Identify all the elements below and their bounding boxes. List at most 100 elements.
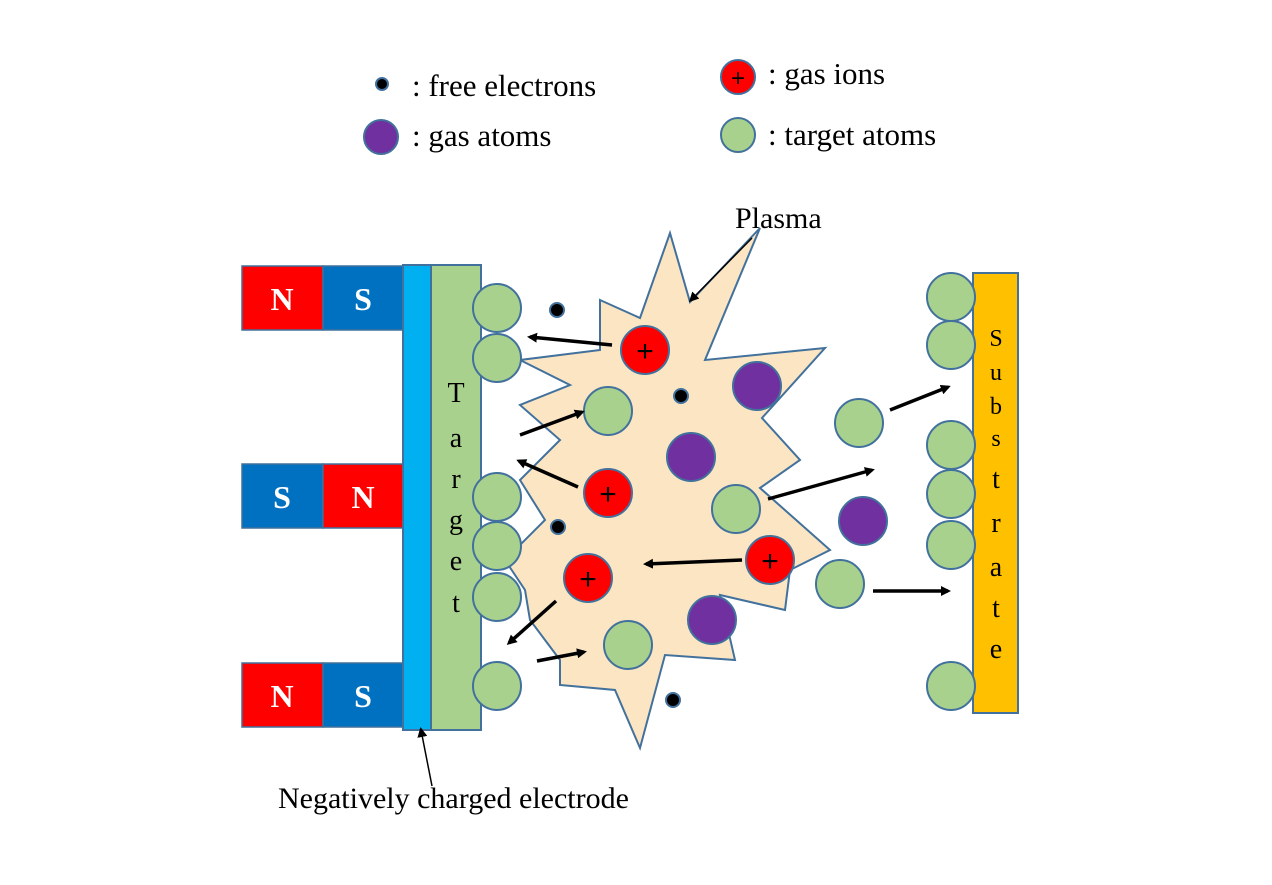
target-atom — [815, 559, 865, 609]
substrate-letter: e — [990, 634, 1002, 665]
target-atom — [926, 420, 976, 470]
magnet-pole-north — [241, 662, 324, 728]
target-label: T a r g e t — [447, 378, 464, 619]
svg-text:+: + — [579, 563, 597, 596]
magnet-pole-south — [322, 662, 404, 728]
target-atom-symbol — [720, 117, 756, 153]
gas-ion: + — [745, 535, 795, 585]
substrate-plate — [972, 272, 1019, 714]
svg-text:+: + — [636, 335, 654, 368]
substrate-letter: u — [990, 360, 1002, 386]
target-letter: a — [450, 423, 463, 454]
substrate-letter: r — [991, 508, 1001, 539]
free-electron — [673, 388, 689, 404]
substrate-letter: a — [990, 552, 1003, 583]
gas-ion: + — [583, 468, 633, 518]
free-electrons — [549, 302, 689, 708]
substrate-letter: t — [992, 593, 1000, 624]
arrow — [506, 599, 558, 645]
magnet-row-2: S N — [241, 463, 404, 529]
legend-target-atom: : target atoms — [720, 117, 936, 153]
arrow — [516, 459, 579, 489]
gas-atom — [732, 361, 782, 411]
target-letter: e — [450, 546, 462, 577]
legend: : free electrons + : gas ions : gas atom… — [363, 56, 936, 155]
gas-ion-symbol — [720, 59, 756, 95]
gas-atom — [666, 432, 716, 482]
target-atom — [472, 333, 522, 383]
magnet-2-right-label: N — [351, 479, 374, 515]
gas-ion-symbol-plus: + — [731, 65, 745, 92]
gas-ion: + — [563, 553, 613, 603]
gas-ions: + + + + — [563, 325, 795, 603]
arrow — [527, 332, 613, 347]
gas-atoms — [666, 361, 888, 645]
magnet-pole-south — [322, 265, 404, 331]
legend-free-electron: : free electrons — [375, 68, 596, 103]
substrate-label: S u b s t r a t e — [989, 326, 1002, 665]
legend-free-electrons-label: : free electrons — [412, 68, 596, 103]
free-electron-symbol — [375, 77, 389, 91]
legend-target-atoms-label: : target atoms — [768, 117, 936, 152]
target-letter: r — [451, 464, 461, 495]
target-atom — [472, 283, 522, 333]
arrow — [643, 558, 743, 569]
free-electron — [665, 692, 681, 708]
target-atom — [926, 320, 976, 370]
target-atom — [711, 484, 761, 534]
target-atom — [603, 620, 653, 670]
target-atoms — [472, 272, 976, 711]
target-letter: g — [449, 505, 463, 536]
legend-gas-ions-label: : gas ions — [768, 56, 885, 91]
svg-text:+: + — [599, 478, 617, 511]
plasma-pointer-line — [688, 237, 753, 303]
target-atom — [834, 398, 884, 448]
arrow — [519, 409, 585, 437]
plasma-cloud — [503, 227, 832, 752]
substrate-letter: s — [991, 426, 1000, 452]
legend-gas-ion: + : gas ions — [720, 56, 885, 95]
gas-atom — [687, 595, 737, 645]
negative-electrode — [402, 264, 432, 731]
magnet-3-right-label: S — [354, 678, 372, 714]
target-atom — [926, 661, 976, 711]
magnet-1-left-label: N — [270, 281, 293, 317]
electrode-pointer-line — [417, 727, 433, 787]
gas-atom-symbol — [363, 119, 399, 155]
magnet-1-right-label: S — [354, 281, 372, 317]
legend-gas-atom: : gas atoms — [363, 118, 552, 155]
target-atom — [583, 386, 633, 436]
arrow — [536, 648, 587, 663]
magnet-row-3: N S — [241, 662, 404, 728]
substrate-letter: b — [990, 394, 1002, 420]
motion-arrows — [506, 332, 951, 663]
svg-text:+: + — [761, 545, 779, 578]
magnet-3-left-label: N — [270, 678, 293, 714]
magnet-pole-north — [241, 265, 324, 331]
target-atom — [926, 469, 976, 519]
gas-atom — [838, 496, 888, 546]
target-atom — [472, 472, 522, 522]
gas-ion: + — [620, 325, 670, 375]
target-atom — [926, 520, 976, 570]
magnet-2-left-label: S — [273, 479, 291, 515]
legend-gas-atoms-label: : gas atoms — [412, 118, 552, 153]
free-electron — [549, 302, 565, 318]
free-electron — [550, 519, 566, 535]
target-atom — [472, 572, 522, 622]
magnet-row-1: N S — [241, 265, 404, 331]
plasma-label: Plasma — [735, 202, 822, 235]
electrode-label: Negatively charged electrode — [278, 782, 629, 815]
arrow — [889, 384, 951, 412]
target-letter: t — [452, 588, 460, 619]
target-atom — [926, 272, 976, 322]
substrate-letter: t — [992, 464, 1000, 495]
target-atom — [472, 521, 522, 571]
arrow — [767, 467, 875, 501]
target-atom — [472, 661, 522, 711]
substrate-letter: S — [989, 326, 1002, 352]
magnet-pole-south — [241, 463, 324, 529]
target-letter: T — [447, 378, 464, 409]
